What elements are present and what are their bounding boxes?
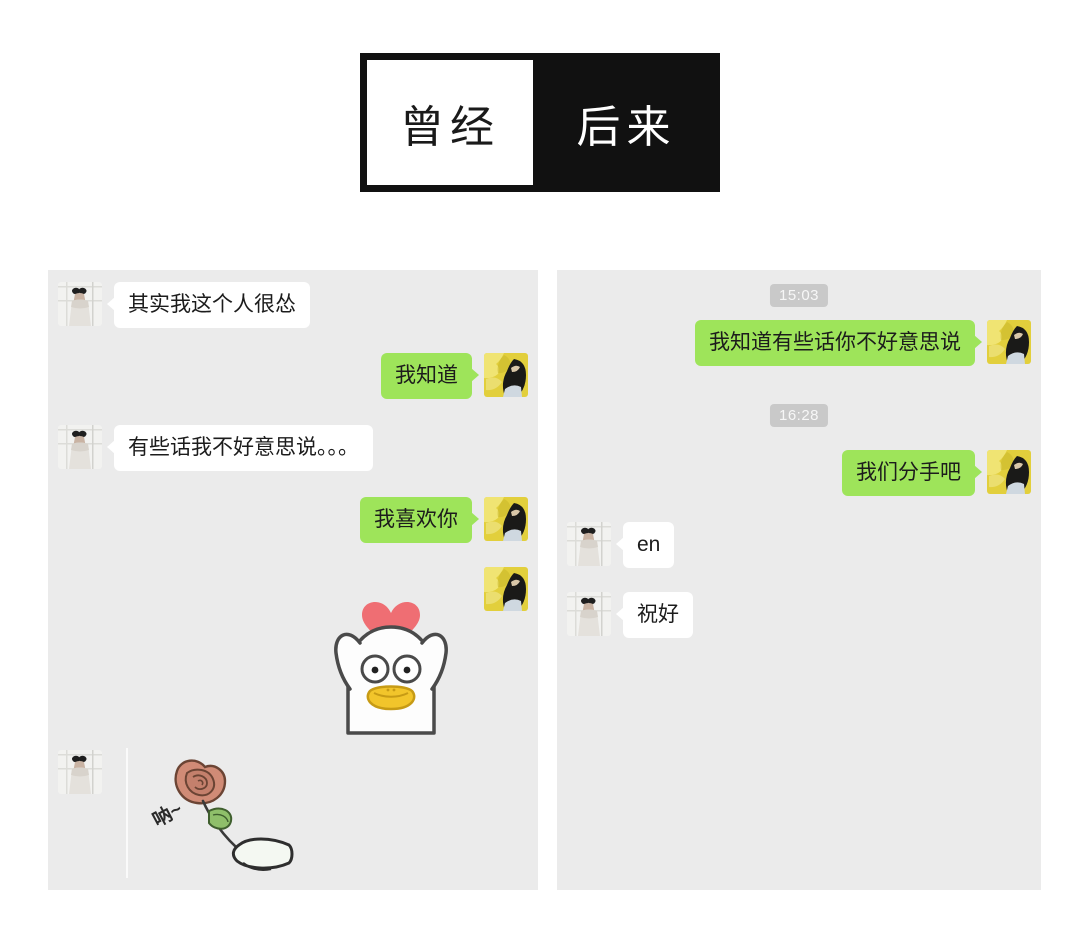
rose-hand-sticker[interactable]: 呐~ bbox=[143, 745, 303, 880]
message-row-past-5[interactable] bbox=[472, 567, 528, 611]
chat-panel-past: 其实我这个人很怂 我知道 bbox=[48, 270, 538, 890]
message-row-later-4[interactable]: 祝好 bbox=[567, 592, 693, 639]
avatar-yellow-portrait[interactable] bbox=[484, 567, 528, 611]
avatar-white-figure[interactable] bbox=[58, 750, 102, 794]
rose-sticker-text: 呐~ bbox=[149, 797, 186, 831]
message-bubble[interactable]: 我知道 bbox=[381, 353, 479, 400]
message-row-past-2[interactable]: 我知道 bbox=[381, 353, 528, 400]
avatar-white-figure[interactable] bbox=[58, 425, 102, 469]
banner-label-past: 曾经 bbox=[360, 53, 540, 192]
message-row-past-1[interactable]: 其实我这个人很怂 bbox=[58, 282, 310, 329]
message-bubble[interactable]: 有些话我不好意思说。。。 bbox=[107, 425, 373, 472]
sticker-divider-line bbox=[126, 748, 128, 878]
avatar-white-figure[interactable] bbox=[567, 522, 611, 566]
timestamp-chip: 15:03 bbox=[769, 284, 829, 307]
message-row-later-3[interactable]: en bbox=[567, 522, 675, 569]
message-row-past-3[interactable]: 有些话我不好意思说。。。 bbox=[58, 425, 373, 472]
duck-with-heart-sticker[interactable] bbox=[326, 565, 456, 735]
comparison-banner: 曾经 后来 bbox=[360, 53, 720, 192]
message-row-later-1[interactable]: 我知道有些话你不好意思说 bbox=[695, 320, 1031, 367]
avatar-yellow-portrait[interactable] bbox=[484, 353, 528, 397]
avatar-yellow-portrait[interactable] bbox=[987, 450, 1031, 494]
message-bubble[interactable]: 我喜欢你 bbox=[360, 497, 479, 544]
message-row-past-6[interactable] bbox=[58, 750, 102, 794]
message-bubble[interactable]: en bbox=[615, 522, 675, 569]
avatar-white-figure[interactable] bbox=[567, 592, 611, 636]
message-bubble[interactable]: 我知道有些话你不好意思说 bbox=[695, 320, 982, 367]
avatar-yellow-portrait[interactable] bbox=[987, 320, 1031, 364]
avatar-white-figure[interactable] bbox=[58, 282, 102, 326]
message-bubble[interactable]: 其实我这个人很怂 bbox=[107, 282, 310, 329]
timestamp-chip: 16:28 bbox=[769, 404, 829, 427]
banner-label-later: 后来 bbox=[540, 53, 720, 192]
avatar-yellow-portrait[interactable] bbox=[484, 497, 528, 541]
message-row-past-4[interactable]: 我喜欢你 bbox=[360, 497, 528, 544]
message-row-later-2[interactable]: 我们分手吧 bbox=[842, 450, 1031, 497]
chat-panel-later: 15:03 我知道有些话你不好意思说 16:28 bbox=[557, 270, 1041, 890]
message-bubble[interactable]: 我们分手吧 bbox=[842, 450, 982, 497]
message-bubble[interactable]: 祝好 bbox=[616, 592, 693, 639]
